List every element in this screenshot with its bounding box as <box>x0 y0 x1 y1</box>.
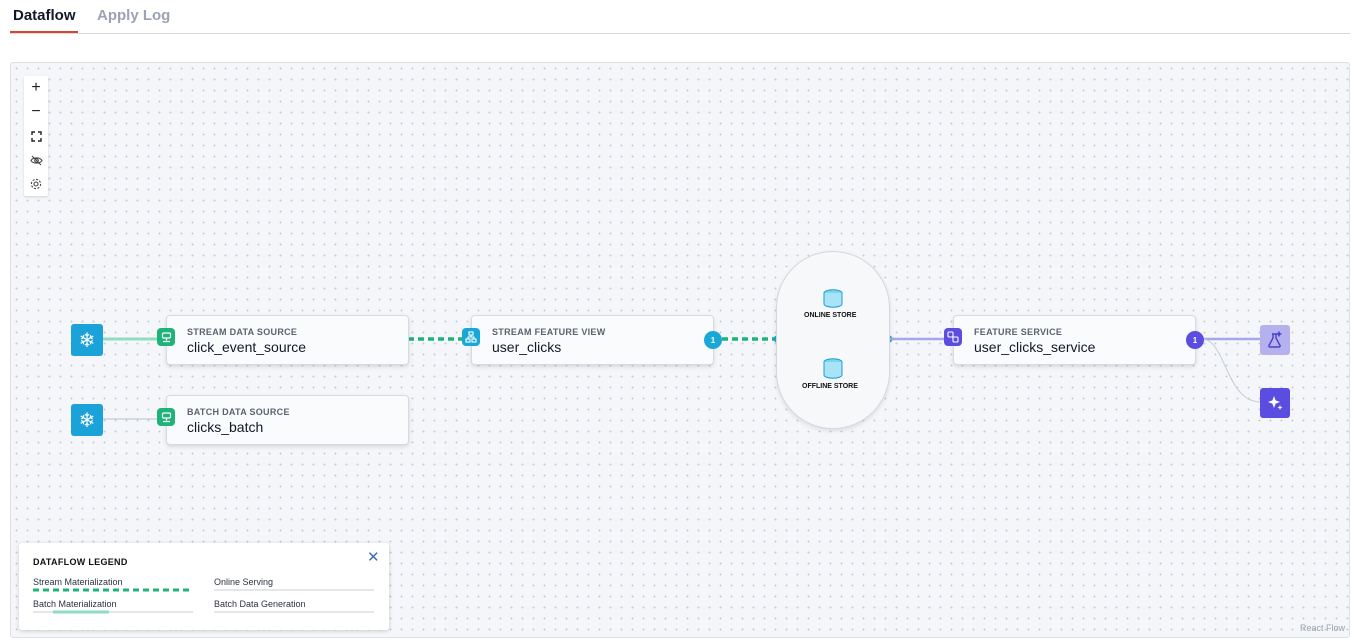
data-source-icon <box>157 408 175 426</box>
feature-service-icon <box>944 328 962 346</box>
node-kind-label: FEATURE SERVICE <box>974 327 1063 337</box>
ai-target[interactable] <box>1260 388 1290 418</box>
legend-batch-label: Batch Materialization <box>33 599 117 609</box>
snowflake-icon: ❄ <box>78 409 96 432</box>
node-batch-data-source[interactable]: BATCH DATA SOURCE clicks_batch <box>166 395 409 445</box>
flask-icon <box>1268 331 1283 348</box>
tab-bar: Dataflow Apply Log <box>10 0 1350 34</box>
tab-apply-log[interactable]: Apply Log <box>97 7 171 24</box>
fit-view-icon <box>30 130 42 142</box>
offline-store-label: OFFLINE STORE <box>802 383 858 390</box>
node-stream-data-source[interactable]: STREAM DATA SOURCE click_event_source <box>166 315 409 365</box>
active-tab-indicator <box>10 31 78 33</box>
plus-icon: + <box>31 79 41 96</box>
feature-view-icon <box>462 328 480 346</box>
node-stream-feature-view[interactable]: STREAM FEATURE VIEW user_clicks <box>471 315 714 365</box>
feature-view-count-badge: 1 <box>704 331 722 349</box>
node-name-label: clicks_batch <box>187 419 264 435</box>
node-name-label: click_event_source <box>187 339 307 355</box>
snowflake-source-stream[interactable]: ❄ <box>71 324 103 356</box>
dataflow-legend: DATAFLOW LEGEND ✕ Stream Materialization… <box>19 543 389 630</box>
legend-close-button[interactable]: ✕ <box>367 548 380 566</box>
snowflake-icon: ❄ <box>78 329 96 352</box>
eye-off-icon <box>29 155 43 165</box>
dataflow-canvas[interactable]: + − <box>10 62 1350 638</box>
feature-service-count-badge: 1 <box>1186 331 1204 349</box>
settings-button[interactable] <box>24 172 48 196</box>
close-icon: ✕ <box>367 549 380 566</box>
legend-stream-label: Stream Materialization <box>33 577 123 587</box>
edge-service-to-ai-target <box>1202 338 1261 403</box>
online-store-database-icon[interactable] <box>822 288 844 310</box>
legend-batch-gen-label: Batch Data Generation <box>214 599 306 609</box>
online-store-label: ONLINE STORE <box>804 312 857 319</box>
node-kind-label: BATCH DATA SOURCE <box>187 407 290 417</box>
flow-controls: + − <box>24 76 48 196</box>
node-feature-service[interactable]: FEATURE SERVICE user_clicks_service <box>953 315 1196 365</box>
legend-swatches <box>33 588 374 614</box>
notebook-target[interactable] <box>1260 325 1290 355</box>
node-kind-label: STREAM FEATURE VIEW <box>492 327 606 337</box>
tab-dataflow[interactable]: Dataflow <box>13 7 76 24</box>
node-kind-label: STREAM DATA SOURCE <box>187 327 298 337</box>
snowflake-source-batch[interactable]: ❄ <box>71 404 103 436</box>
data-source-icon <box>157 328 175 346</box>
store-group <box>776 251 890 429</box>
react-flow-attribution[interactable]: React Flow <box>1299 623 1345 633</box>
fit-view-button[interactable] <box>24 124 48 148</box>
sparkle-icon <box>1268 396 1283 410</box>
node-name-label: user_clicks <box>492 339 562 355</box>
legend-online-label: Online Serving <box>214 577 274 587</box>
offline-store-database-icon[interactable] <box>822 357 844 381</box>
minus-icon: − <box>31 103 41 120</box>
zoom-out-button[interactable]: − <box>24 100 48 124</box>
legend-title: DATAFLOW LEGEND <box>33 557 128 567</box>
zoom-in-button[interactable]: + <box>24 76 48 100</box>
gear-icon <box>30 178 42 190</box>
node-name-label: user_clicks_service <box>974 339 1096 355</box>
toggle-visibility-button[interactable] <box>24 148 48 172</box>
